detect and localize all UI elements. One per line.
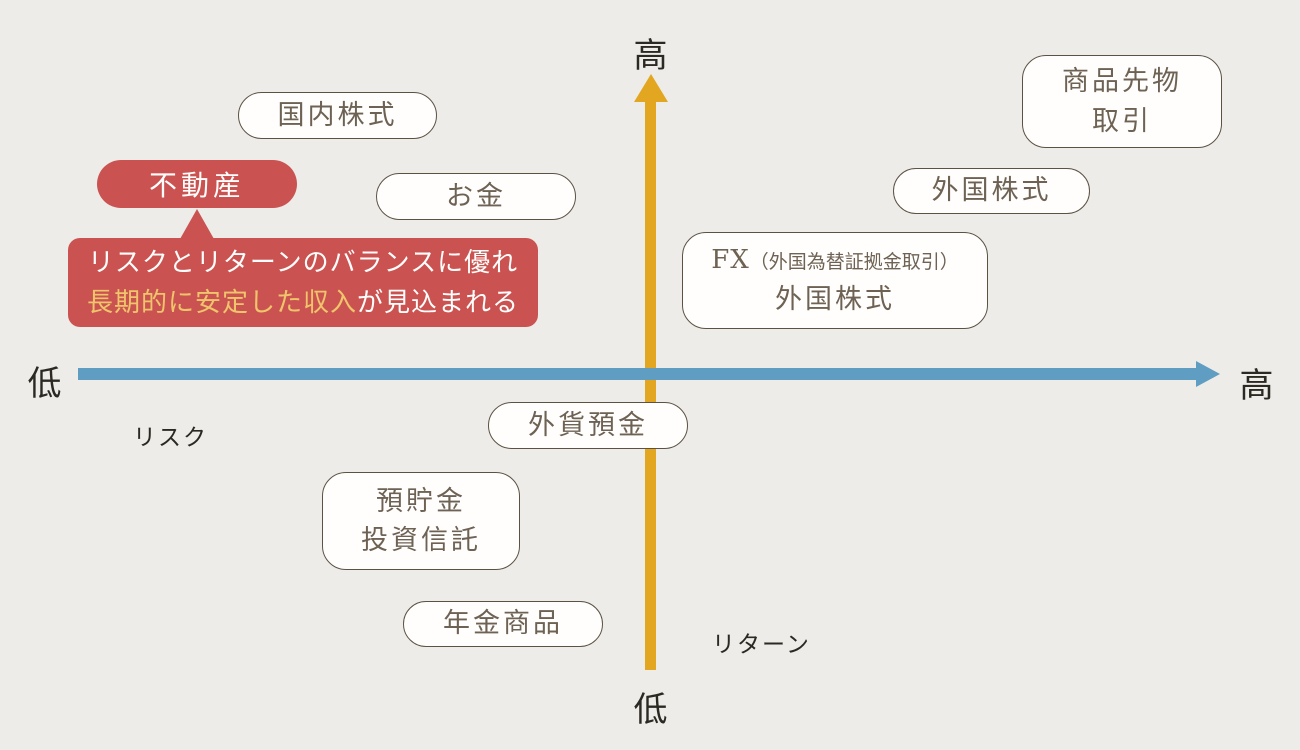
bubble-fx-line2: 外国株式 — [775, 283, 895, 315]
bubble-fx-line1: FX（外国為替証拠金取引） — [711, 242, 959, 280]
bubble-foreign-stocks: 外国株式 — [893, 168, 1090, 214]
real-estate-callout: リスクとリターンのバランスに優れ 長期的に安定した収入が見込まれる — [68, 238, 538, 327]
bubble-pension-products-label: 年金商品 — [443, 608, 563, 640]
vertical-axis-high-label: 高 — [633, 36, 669, 76]
callout-line1: リスクとリターンのバランスに優れ — [87, 247, 519, 278]
vertical-axis-line — [645, 98, 656, 670]
bubble-commodity-futures-line2: 取引 — [1092, 105, 1152, 137]
bubble-pension-products: 年金商品 — [403, 601, 603, 647]
horizontal-axis-high-label: 高 — [1239, 366, 1275, 406]
bubble-fx-prefix: FX — [711, 245, 750, 276]
bubble-fx: FX（外国為替証拠金取引） 外国株式 — [682, 232, 988, 329]
bubble-domestic-stocks-label: 国内株式 — [277, 99, 398, 131]
bubble-foreign-stocks-label: 外国株式 — [931, 175, 1052, 207]
bubble-savings-investment-trust: 預貯金 投資信託 — [322, 472, 520, 570]
bubble-domestic-stocks: 国内株式 — [238, 92, 437, 139]
risk-axis-name: リスク — [133, 425, 208, 451]
bubble-commodity-futures-line1: 商品先物 — [1062, 66, 1182, 98]
callout-line2-emphasis: 長期的に安定した収入 — [86, 287, 357, 318]
bubble-savings-line1: 預貯金 — [376, 485, 466, 517]
horizontal-axis-arrowhead-icon — [1196, 361, 1220, 387]
bubble-foreign-currency-deposit-label: 外貨預金 — [528, 409, 648, 441]
bubble-foreign-currency-deposit: 外貨預金 — [488, 402, 688, 449]
bubble-commodity-futures: 商品先物 取引 — [1022, 55, 1222, 148]
vertical-axis-low-label: 低 — [633, 690, 669, 730]
bubble-money: お金 — [376, 173, 576, 220]
callout-line2-rest: が見込まれる — [357, 287, 520, 318]
bubble-fx-paren: （外国為替証拠金取引） — [749, 251, 959, 274]
bubble-real-estate-label: 不動産 — [148, 169, 245, 202]
callout-line2: 長期的に安定した収入が見込まれる — [87, 283, 519, 323]
bubble-real-estate-highlighted: 不動産 — [97, 160, 297, 208]
bubble-savings-line2: 投資信託 — [361, 525, 481, 556]
callout-pointer-icon — [180, 209, 214, 239]
horizontal-axis-line — [78, 368, 1197, 380]
horizontal-axis-low-label: 低 — [27, 364, 63, 404]
vertical-axis-arrowhead-icon — [634, 74, 668, 102]
bubble-money-label: お金 — [446, 180, 506, 212]
return-axis-name: リターン — [712, 632, 811, 658]
